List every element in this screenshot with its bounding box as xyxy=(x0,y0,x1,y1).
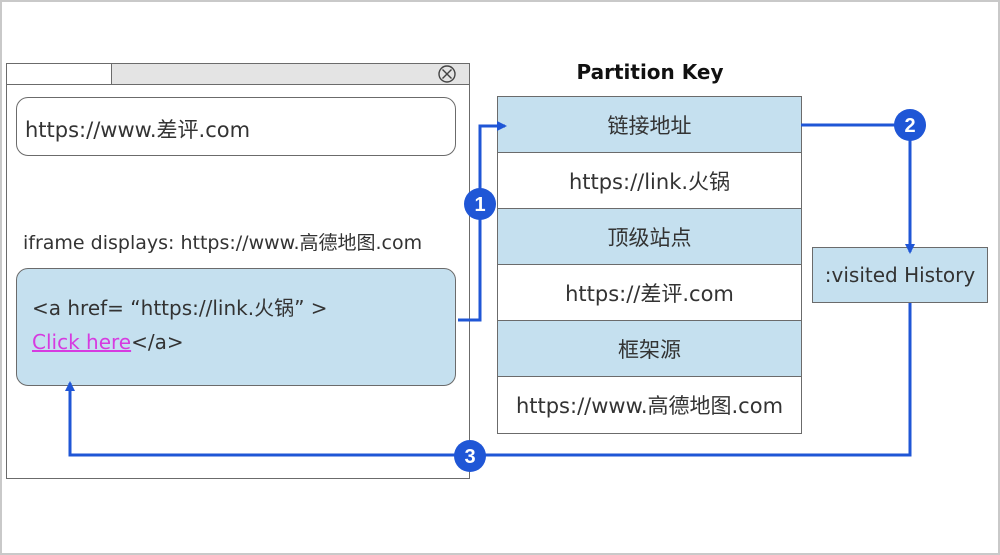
step-3-label: 3 xyxy=(464,446,475,468)
step-2-label: 2 xyxy=(904,115,915,137)
browser-window: https://www.差评.com iframe displays: http… xyxy=(6,63,470,479)
iframe-code-line2: Click here</a> xyxy=(32,330,184,354)
pk-row-top-level-value: https://差评.com xyxy=(498,265,801,321)
partition-key-table: 链接地址 https://link.火锅 顶级站点 https://差评.com… xyxy=(497,96,802,434)
close-icon[interactable] xyxy=(438,65,456,83)
partition-key-title: Partition Key xyxy=(576,60,724,84)
pk-row-frame-origin: 框架源 xyxy=(498,321,801,377)
browser-tab[interactable] xyxy=(7,64,112,84)
pk-row-link-value: https://link.火锅 xyxy=(498,153,801,209)
step-1-label: 1 xyxy=(474,194,485,216)
address-url: https://www.差评.com xyxy=(25,118,251,142)
pk-row-top-level-site: 顶级站点 xyxy=(498,209,801,265)
pk-row-frame-value: https://www.高德地图.com xyxy=(515,394,784,418)
arrow-step-3 xyxy=(65,303,912,457)
tab-bar xyxy=(7,64,469,85)
click-here-link[interactable]: Click here xyxy=(32,330,132,354)
iframe-code-line1: <a href= “https://link.火锅” > xyxy=(32,296,328,320)
iframe-box: <a href= “https://link.火锅” > Click here<… xyxy=(16,268,456,386)
arrow-step-1 xyxy=(458,121,507,322)
iframe-caption: iframe displays: https://www.高德地图.com xyxy=(23,232,423,254)
arrow-step-2 xyxy=(801,123,915,254)
pk-row-link-address: 链接地址 xyxy=(498,97,801,153)
closing-tag: </a> xyxy=(131,330,184,354)
step-badge-2: 2 xyxy=(894,109,926,141)
step-badge-1: 1 xyxy=(464,188,496,220)
address-bar[interactable]: https://www.差评.com xyxy=(16,97,456,156)
visited-history-box: :visited History xyxy=(812,247,988,303)
step-badge-3: 3 xyxy=(454,440,486,472)
